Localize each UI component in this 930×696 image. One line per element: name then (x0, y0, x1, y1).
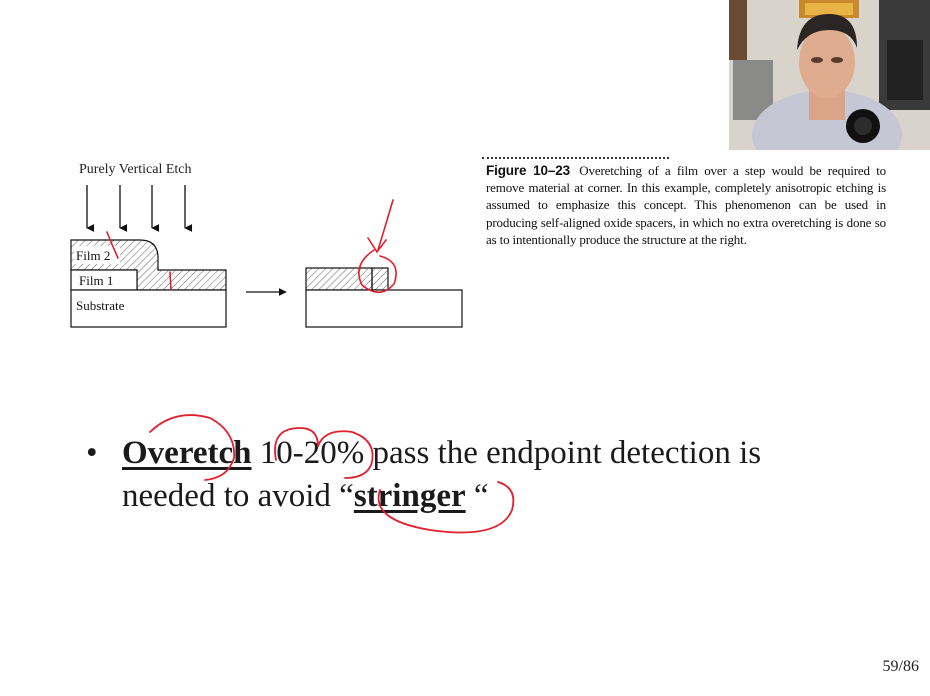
page-number: 59/86 (882, 658, 919, 675)
caption-rule (482, 157, 669, 159)
annotation-circle (358, 249, 397, 294)
presenter-video-icon (729, 0, 930, 150)
figure-number: Figure 10–23 (486, 163, 570, 178)
webcam-overlay (729, 0, 930, 150)
substrate-after (305, 289, 463, 328)
annotation-stroke (106, 231, 119, 259)
annotation-arc-overetch (149, 414, 235, 481)
overetch-figure: Film 2 Film 1 Substrate (70, 185, 463, 328)
annotation-loop-stringer (377, 481, 515, 534)
annotation-arrow-shaft (377, 199, 394, 251)
etch-direction-label: Purely Vertical Etch (79, 162, 192, 177)
caption-text: Overetching of a film over a step would … (486, 163, 887, 247)
film2-label-bg (74, 246, 120, 264)
bullet-text: Overetch 10-20% pass the endpoint detect… (122, 432, 862, 518)
annotation-stroke (169, 271, 172, 291)
substrate-label: Substrate (76, 298, 125, 313)
substrate-layer (70, 289, 227, 328)
term-stringer: stringer (353, 478, 466, 514)
film2-label: Film 2 (76, 248, 110, 263)
annotation-arc-number (274, 427, 319, 461)
term-overetch: Overetch (122, 435, 252, 471)
bullet-text-a: 10-20% pass the endpoint detection is ne… (122, 435, 762, 514)
figure-caption: Figure 10–23 Overetching of a film over … (486, 162, 886, 248)
bullet-text-b: “ (465, 478, 489, 514)
after-etch-structure (305, 267, 463, 328)
bullet-symbol: • (86, 435, 98, 471)
annotation-arrow-head (367, 237, 387, 254)
film1-label: Film 1 (79, 273, 113, 288)
figure-annotations (106, 199, 397, 294)
etch-arrows (86, 185, 193, 232)
annotation-arc-percent (317, 430, 374, 479)
before-etch-structure: Film 2 Film 1 Substrate (70, 239, 227, 328)
